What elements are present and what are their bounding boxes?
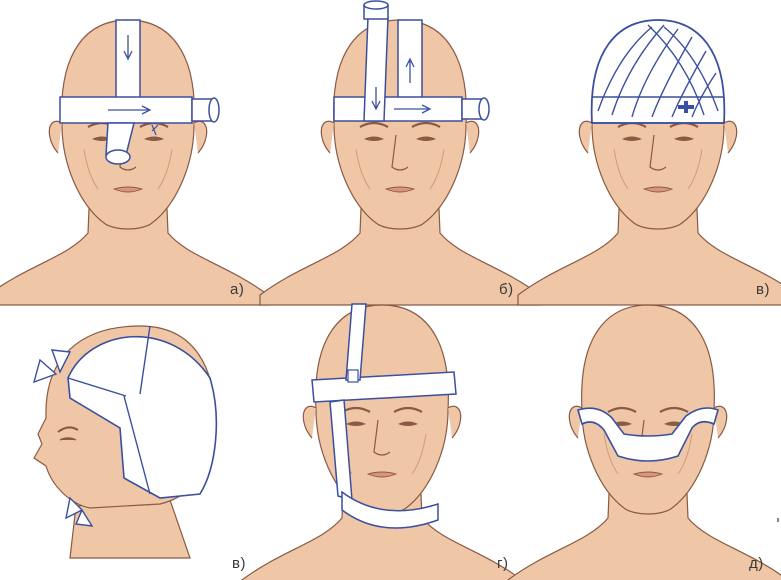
caption-g: г) [497,555,508,572]
figure-b [260,1,540,305]
caption-v-top: в) [756,281,770,298]
figure-g [242,304,522,580]
caption-v-bottom: в) [232,555,246,572]
caption-d: д) [749,555,764,572]
figure-v1 [518,20,781,305]
caption-a: а) [230,281,244,298]
caption-b: б) [499,281,514,298]
figure-v2 [34,326,216,558]
figure-a [0,20,268,305]
figure-d [508,305,781,580]
